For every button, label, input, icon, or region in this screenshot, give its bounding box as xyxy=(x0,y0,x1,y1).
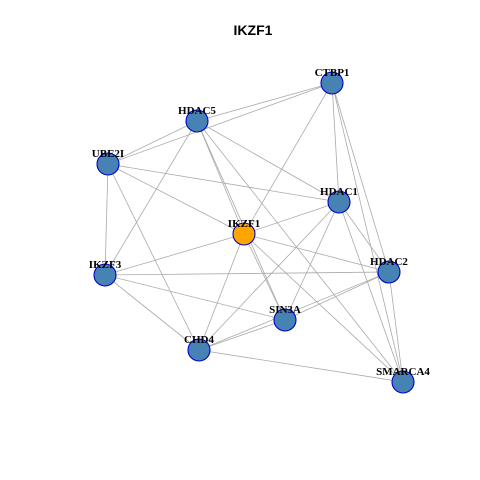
edge-ikzf1-hdac2 xyxy=(243,233,390,273)
edge-ube2i-ikzf3 xyxy=(104,163,109,276)
edge-hdac5-hdac1 xyxy=(196,120,340,203)
edge-ube2i-ikzf1 xyxy=(107,163,245,235)
graph-title: IKZF1 xyxy=(234,22,273,38)
edge-hdac5-ikzf3 xyxy=(104,120,198,276)
edge-sin3a-chd4 xyxy=(198,319,286,351)
node-label-ikzf1: IKZF1 xyxy=(228,218,260,230)
edge-hdac1-chd4 xyxy=(198,201,340,351)
edge-ctbp1-smarca4 xyxy=(331,82,404,383)
node-ube2i[interactable]: UBE2I xyxy=(92,148,124,176)
node-circle-chd4[interactable] xyxy=(187,338,211,362)
node-hdac5[interactable]: HDAC5 xyxy=(178,105,216,133)
edge-ctbp1-hdac5 xyxy=(196,82,333,122)
edge-ctbp1-hdac2 xyxy=(331,82,390,273)
edge-ikzf3-sin3a xyxy=(104,274,286,321)
node-ctbp1[interactable]: CTBP1 xyxy=(315,67,350,95)
node-circle-hdac2[interactable] xyxy=(377,260,401,284)
edge-ikzf1-sin3a xyxy=(243,233,286,321)
node-circle-hdac1[interactable] xyxy=(327,190,351,214)
edges-layer xyxy=(104,82,404,383)
edge-hdac5-ikzf1 xyxy=(196,120,245,235)
node-smarca4[interactable]: SMARCA4 xyxy=(376,366,430,394)
node-label-chd4: CHD4 xyxy=(184,334,214,346)
node-sin3a[interactable]: SIN3A xyxy=(269,304,301,332)
edge-ikzf1-chd4 xyxy=(198,233,245,351)
edge-hdac1-sin3a xyxy=(284,201,340,321)
edge-ctbp1-ikzf1 xyxy=(243,82,333,235)
node-circle-ube2i[interactable] xyxy=(96,152,120,176)
edge-ikzf3-chd4 xyxy=(104,274,200,351)
node-circle-ikzf3[interactable] xyxy=(93,263,117,287)
node-label-hdac5: HDAC5 xyxy=(178,105,216,117)
edge-hdac5-sin3a xyxy=(196,120,286,321)
edge-hdac2-chd4 xyxy=(198,271,390,351)
node-circle-ctbp1[interactable] xyxy=(320,71,344,95)
edge-ctbp1-hdac1 xyxy=(331,82,340,203)
edge-ube2i-chd4 xyxy=(107,163,200,351)
node-hdac1[interactable]: HDAC1 xyxy=(320,186,358,214)
edge-hdac5-smarca4 xyxy=(196,120,404,383)
edge-hdac2-sin3a xyxy=(284,271,390,321)
node-label-ctbp1: CTBP1 xyxy=(315,67,350,79)
node-ikzf3[interactable]: IKZF3 xyxy=(89,259,122,287)
edge-hdac1-hdac2 xyxy=(338,201,390,273)
edge-hdac1-ikzf1 xyxy=(243,201,340,235)
node-label-smarca4: SMARCA4 xyxy=(376,366,430,378)
node-circle-hdac5[interactable] xyxy=(185,109,209,133)
node-hdac2[interactable]: HDAC2 xyxy=(370,256,408,284)
edge-ube2i-hdac1 xyxy=(107,163,340,203)
node-chd4[interactable]: CHD4 xyxy=(184,334,214,362)
node-label-hdac2: HDAC2 xyxy=(370,256,408,268)
node-label-sin3a: SIN3A xyxy=(269,304,301,316)
edge-hdac2-smarca4 xyxy=(388,271,404,383)
node-label-hdac1: HDAC1 xyxy=(320,186,358,198)
edge-hdac1-smarca4 xyxy=(338,201,404,383)
edge-chd4-smarca4 xyxy=(198,349,404,383)
edge-ctbp1-ube2i xyxy=(107,82,333,165)
edge-ikzf1-smarca4 xyxy=(243,233,404,383)
node-label-ube2i: UBE2I xyxy=(92,148,124,160)
edge-ikzf1-ikzf3 xyxy=(104,233,245,276)
edge-hdac5-ube2i xyxy=(107,120,198,165)
edge-hdac2-ikzf3 xyxy=(104,271,390,276)
node-label-ikzf3: IKZF3 xyxy=(89,259,122,271)
node-ikzf1[interactable]: IKZF1 xyxy=(228,218,260,246)
node-circle-smarca4[interactable] xyxy=(391,370,415,394)
node-circle-ikzf1[interactable] xyxy=(232,222,256,246)
node-circle-sin3a[interactable] xyxy=(273,308,297,332)
